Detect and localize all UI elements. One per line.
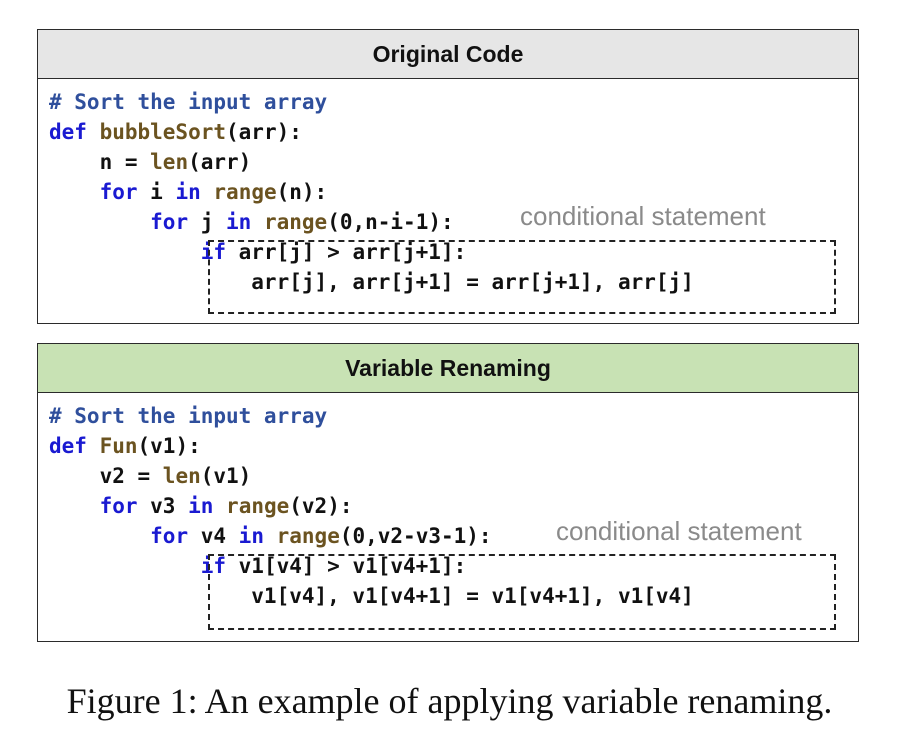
- conditional-statement-box: [208, 240, 836, 314]
- code-line: for v4 in range(0,v2-v3-1):: [150, 524, 492, 548]
- keyword-for: for: [150, 210, 189, 234]
- keyword-in: in: [226, 210, 252, 234]
- keyword-in: in: [188, 494, 214, 518]
- code-line: for j in range(0,n-i-1):: [150, 210, 454, 234]
- function-name: Fun: [99, 434, 138, 458]
- code-line: # Sort the input array: [49, 87, 327, 117]
- code-line: n = len(arr): [49, 150, 252, 174]
- builtin-range: range: [263, 210, 328, 234]
- conditional-statement-box: [208, 554, 836, 630]
- keyword-for: for: [99, 494, 138, 518]
- variable-renaming-title: Variable Renaming: [38, 344, 858, 393]
- builtin-range: range: [226, 494, 290, 518]
- keyword-in: in: [238, 524, 264, 548]
- original-code-title: Original Code: [38, 30, 858, 79]
- keyword-for: for: [99, 180, 138, 204]
- code-line: if arr[j] > arr[j+1]:: [200, 240, 467, 264]
- code-line: arr[j], arr[j+1] = arr[j+1], arr[j]: [49, 270, 694, 294]
- code-line: v1[v4], v1[v4+1] = v1[v4+1], v1[v4]: [49, 584, 694, 608]
- keyword-if: if: [200, 554, 227, 578]
- code-line: for i in range(n):: [99, 180, 328, 204]
- builtin-range: range: [213, 180, 277, 204]
- code-line: # Sort the input array: [49, 401, 327, 431]
- keyword-def: def: [49, 120, 100, 144]
- variable-renaming-panel: Variable Renaming # Sort the input array…: [37, 343, 859, 642]
- comment-text: # Sort the input array: [49, 404, 328, 428]
- function-name: bubbleSort: [99, 120, 227, 144]
- code-line: if v1[v4] > v1[v4+1]:: [200, 554, 467, 578]
- conditional-statement-annotation: conditional statement: [556, 516, 802, 546]
- builtin-len: len: [162, 464, 201, 488]
- keyword-in: in: [175, 180, 201, 204]
- figure-caption: Figure 1: An example of applying variabl…: [66, 681, 833, 721]
- code-line: v2 = len(v1): [49, 464, 252, 488]
- code-line: for v3 in range(v2):: [99, 494, 353, 518]
- builtin-len: len: [150, 150, 189, 174]
- conditional-statement-annotation: conditional statement: [520, 201, 766, 231]
- builtin-range: range: [276, 524, 340, 548]
- comment-text: # Sort the input array: [49, 90, 328, 114]
- keyword-for: for: [150, 524, 189, 548]
- keyword-if: if: [200, 240, 227, 264]
- keyword-def: def: [49, 434, 100, 458]
- original-code-panel: Original Code # Sort the input array def…: [37, 29, 859, 324]
- code-line: def bubbleSort(arr):: [49, 120, 302, 144]
- code-line: def Fun(v1):: [49, 434, 201, 458]
